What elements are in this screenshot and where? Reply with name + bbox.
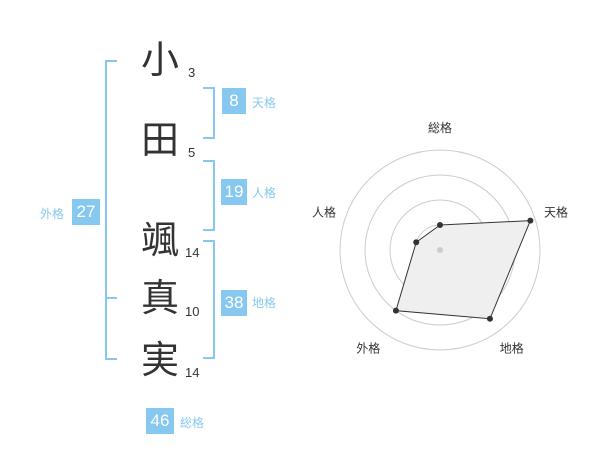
- stroke-count-4: 10: [185, 304, 200, 319]
- tenkaku-bracket: [203, 87, 215, 139]
- name-char-2: 田: [140, 118, 179, 162]
- chikaku-bracket: [203, 240, 215, 359]
- stroke-count-5: 14: [185, 365, 200, 380]
- radar-axis-label-5: 人格: [312, 204, 336, 219]
- radar-axis-label-3: 地格: [500, 341, 524, 356]
- stroke-count-1: 3: [188, 65, 196, 80]
- gaikaku-bracket-lower: [105, 297, 117, 360]
- chikaku-value-badge: 38: [221, 290, 247, 316]
- stroke-count-3: 14: [185, 245, 200, 260]
- jinkaku-value-badge: 19: [221, 179, 247, 205]
- radar-data-polygon: [395, 220, 532, 320]
- gaikaku-bracket-upper: [105, 60, 117, 299]
- radar-axis-label-1: 総格: [428, 120, 452, 135]
- name-char-3: 颯: [140, 218, 179, 262]
- radar-point-1: [437, 222, 443, 228]
- tenkaku-value-badge: 8: [222, 88, 246, 114]
- radar-point-5: [413, 239, 420, 246]
- stroke-count-2: 5: [188, 145, 196, 160]
- tenkaku-label: 天格: [252, 96, 277, 110]
- name-char-5: 実: [140, 338, 179, 382]
- radar-point-4: [392, 307, 399, 314]
- jinkaku-bracket: [203, 160, 215, 231]
- radar-data-points: [392, 217, 534, 322]
- radar-ring-4: [339, 149, 541, 351]
- soukaku-label: 総格: [180, 416, 205, 430]
- jinkaku-label: 人格: [252, 186, 277, 200]
- name-char-4: 真: [140, 276, 179, 320]
- gaikaku-value-badge: 27: [72, 199, 100, 225]
- radar-axis-label-4: 外格: [356, 341, 380, 356]
- radar-point-3: [486, 315, 493, 322]
- radar-point-2: [527, 217, 534, 224]
- radar-axis-label-2: 天格: [544, 204, 568, 219]
- chikaku-label: 地格: [252, 296, 277, 310]
- name-char-1: 小: [140, 38, 179, 82]
- gaikaku-label: 外格: [40, 207, 65, 221]
- radar-center-point: [437, 247, 443, 253]
- soukaku-value-badge: 46: [146, 408, 174, 434]
